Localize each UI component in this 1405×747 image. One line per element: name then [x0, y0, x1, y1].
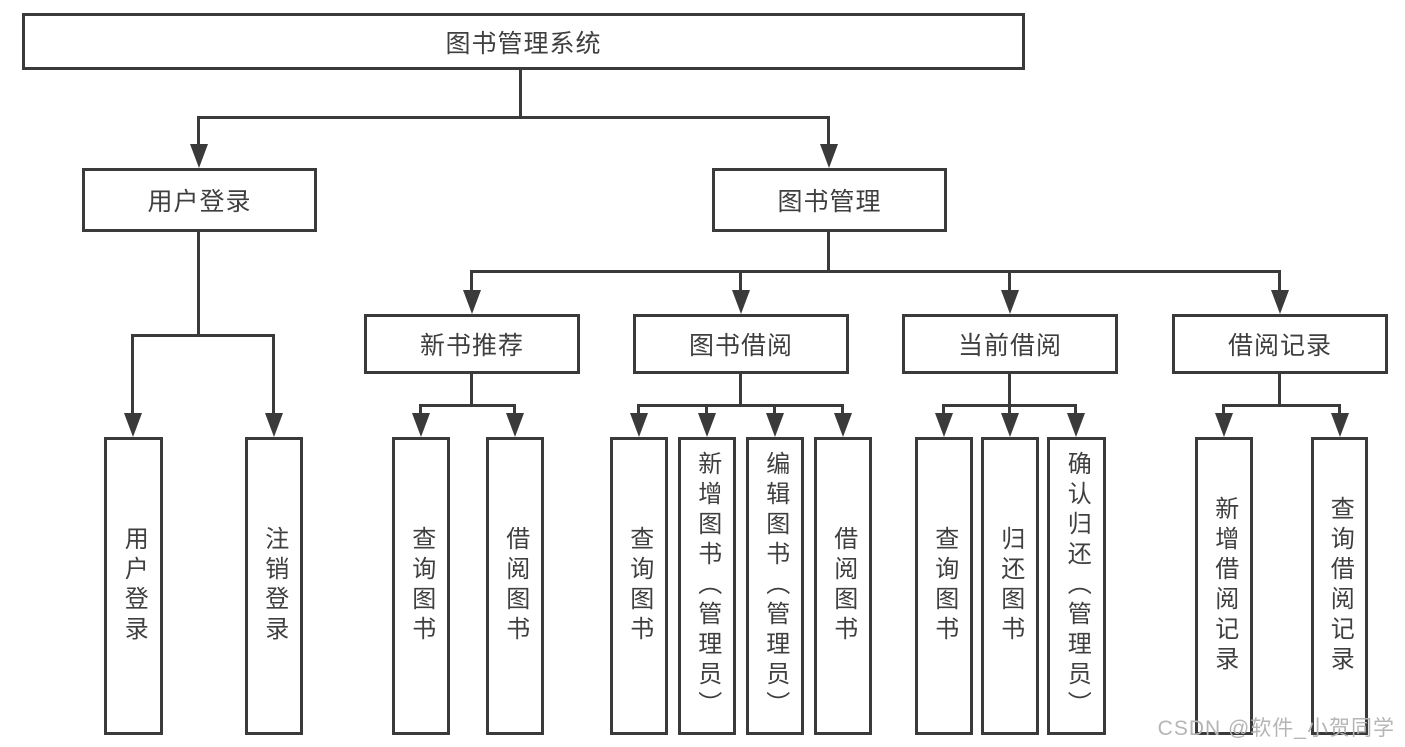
arrowhead-down: [506, 413, 524, 437]
connector-line: [705, 405, 708, 415]
arrowhead-down: [463, 290, 481, 314]
connector-line: [739, 271, 742, 292]
arrowhead-down: [698, 413, 716, 437]
leaf-query-books-current: 查询图书: [915, 437, 973, 735]
arrowhead-down: [412, 413, 430, 437]
csdn-watermark: CSDN @软件_小贺同学: [1157, 717, 1395, 740]
connector-line: [1222, 404, 1341, 407]
arrowhead-down: [1001, 413, 1019, 437]
connector-line: [739, 374, 742, 405]
arrowhead-down: [1001, 290, 1019, 314]
node-new-book-recommend: 新书推荐: [364, 314, 580, 374]
connector-line: [1008, 271, 1011, 292]
leaf-return-book-label: 归还图书: [996, 526, 1024, 646]
node-root: 图书管理系统: [22, 13, 1025, 70]
leaf-edit-book-admin: 编辑图书（管理员）: [746, 437, 804, 735]
connector-line: [637, 405, 640, 415]
connector-line: [470, 374, 473, 405]
leaf-borrow-books-recommend: 借阅图书: [486, 437, 544, 735]
connector-line: [637, 404, 844, 407]
connector-line: [1008, 374, 1011, 405]
connector-line: [513, 405, 516, 415]
arrowhead-down: [834, 413, 852, 437]
arrowhead-down: [1331, 413, 1349, 437]
connector-line: [942, 405, 945, 415]
connector-line: [827, 117, 830, 146]
leaf-user-login: 用户登录: [104, 437, 163, 735]
leaf-edit-book-admin-label: 编辑图书（管理员）: [761, 451, 789, 721]
arrowhead-down: [766, 413, 784, 437]
leaf-borrow-books-borrow: 借阅图书: [814, 437, 872, 735]
leaf-query-books-borrow-label: 查询图书: [625, 526, 653, 646]
connector-line: [419, 404, 516, 407]
arrowhead-down: [124, 413, 142, 437]
connector-line: [419, 405, 422, 415]
arrowhead-down: [190, 144, 208, 168]
connector-line: [827, 232, 830, 271]
arrowhead-down: [1271, 290, 1289, 314]
leaf-query-books-recommend: 查询图书: [392, 437, 450, 735]
node-book-management: 图书管理: [712, 168, 947, 232]
leaf-confirm-return-admin: 确认归还（管理员）: [1047, 437, 1106, 735]
leaf-query-books-recommend-label: 查询图书: [407, 526, 435, 646]
connector-line: [470, 270, 1281, 273]
connector-line: [470, 271, 473, 292]
arrowhead-down: [1067, 413, 1085, 437]
node-book-borrow: 图书借阅: [633, 314, 849, 374]
node-current-borrow-label: 当前借阅: [957, 332, 1062, 360]
arrowhead-down: [732, 290, 750, 314]
leaf-user-login-label: 用户登录: [120, 526, 148, 646]
leaf-confirm-return-admin-label: 确认归还（管理员）: [1063, 451, 1091, 721]
connector-line: [1074, 405, 1077, 415]
connector-line: [1008, 405, 1011, 415]
connector-line: [131, 335, 134, 415]
leaf-query-books-current-label: 查询图书: [930, 526, 958, 646]
leaf-borrow-books-recommend-label: 借阅图书: [501, 526, 529, 646]
leaf-add-book-admin: 新增图书（管理员）: [678, 437, 736, 735]
connector-line: [197, 117, 200, 146]
connector-line: [1278, 374, 1281, 405]
leaf-return-book: 归还图书: [981, 437, 1039, 735]
connector-line: [519, 70, 522, 117]
connector-line: [1222, 405, 1225, 415]
node-current-borrow: 当前借阅: [902, 314, 1118, 374]
leaf-query-books-borrow: 查询图书: [610, 437, 668, 735]
arrowhead-down: [820, 144, 838, 168]
leaf-query-borrow-record-label: 查询借阅记录: [1326, 496, 1354, 676]
leaf-logout: 注销登录: [245, 437, 303, 735]
arrowhead-down: [935, 413, 953, 437]
connector-line: [1338, 405, 1341, 415]
leaf-query-borrow-record: 查询借阅记录: [1311, 437, 1368, 735]
arrowhead-down: [265, 413, 283, 437]
connector-line: [1278, 271, 1281, 292]
connector-line: [197, 116, 830, 119]
node-borrow-records: 借阅记录: [1172, 314, 1388, 374]
connector-line: [272, 335, 275, 415]
leaf-borrow-books-borrow-label: 借阅图书: [829, 526, 857, 646]
node-book-management-label: 图书管理: [777, 188, 882, 216]
leaf-add-borrow-record: 新增借阅记录: [1195, 437, 1253, 735]
leaf-add-borrow-record-label: 新增借阅记录: [1210, 496, 1238, 676]
node-new-book-recommend-label: 新书推荐: [419, 332, 524, 360]
node-user-login: 用户登录: [82, 168, 317, 232]
connector-line: [197, 232, 200, 335]
node-root-label: 图书管理系统: [445, 29, 602, 58]
connector-line: [773, 405, 776, 415]
node-borrow-records-label: 借阅记录: [1227, 332, 1332, 360]
node-book-borrow-label: 图书借阅: [688, 332, 793, 360]
leaf-add-book-admin-label: 新增图书（管理员）: [693, 451, 721, 721]
leaf-logout-label: 注销登录: [260, 526, 288, 646]
connector-line: [131, 334, 275, 337]
node-user-login-label: 用户登录: [147, 188, 252, 216]
arrowhead-down: [630, 413, 648, 437]
arrowhead-down: [1215, 413, 1233, 437]
connector-line: [841, 405, 844, 415]
